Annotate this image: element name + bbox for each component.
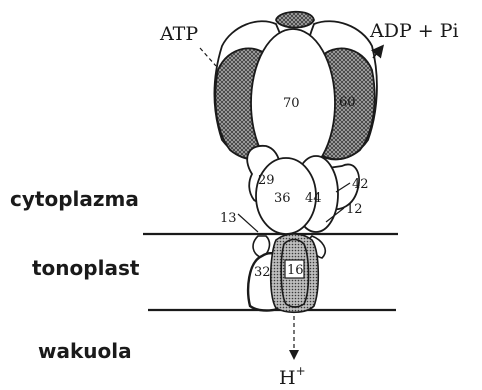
proton-label: H+ — [279, 364, 306, 389]
proton-symbol: H — [279, 367, 296, 389]
subunit-29-label: 29 — [258, 173, 275, 188]
leader-13 — [238, 214, 258, 232]
subunit-42-label: 42 — [352, 177, 369, 192]
vacuole-label: wakuola — [38, 339, 132, 363]
tonoplast-label: tonoplast — [32, 256, 140, 280]
subunit-44-label: 44 — [305, 191, 322, 206]
subunit-32-label: 32 — [254, 265, 271, 280]
subunit-70-label: 70 — [283, 96, 300, 111]
adp-pi-label: ADP + Pi — [369, 20, 459, 42]
top-hatched-cap — [276, 12, 314, 28]
subunit-16-label: 16 — [287, 263, 304, 278]
cytoplasm-label: cytoplazma — [10, 187, 139, 211]
atp-dashed-arrow — [200, 48, 216, 66]
subunit-60-label: 60 — [339, 95, 356, 110]
proton-arrowhead — [289, 350, 299, 360]
subunit-13-label: 13 — [220, 211, 237, 226]
subunit-12-label: 12 — [346, 202, 363, 217]
subunit-36-label: 36 — [274, 191, 291, 206]
atp-label: ATP — [159, 23, 198, 45]
v1-sector — [215, 12, 377, 234]
proton-charge: + — [296, 364, 306, 378]
